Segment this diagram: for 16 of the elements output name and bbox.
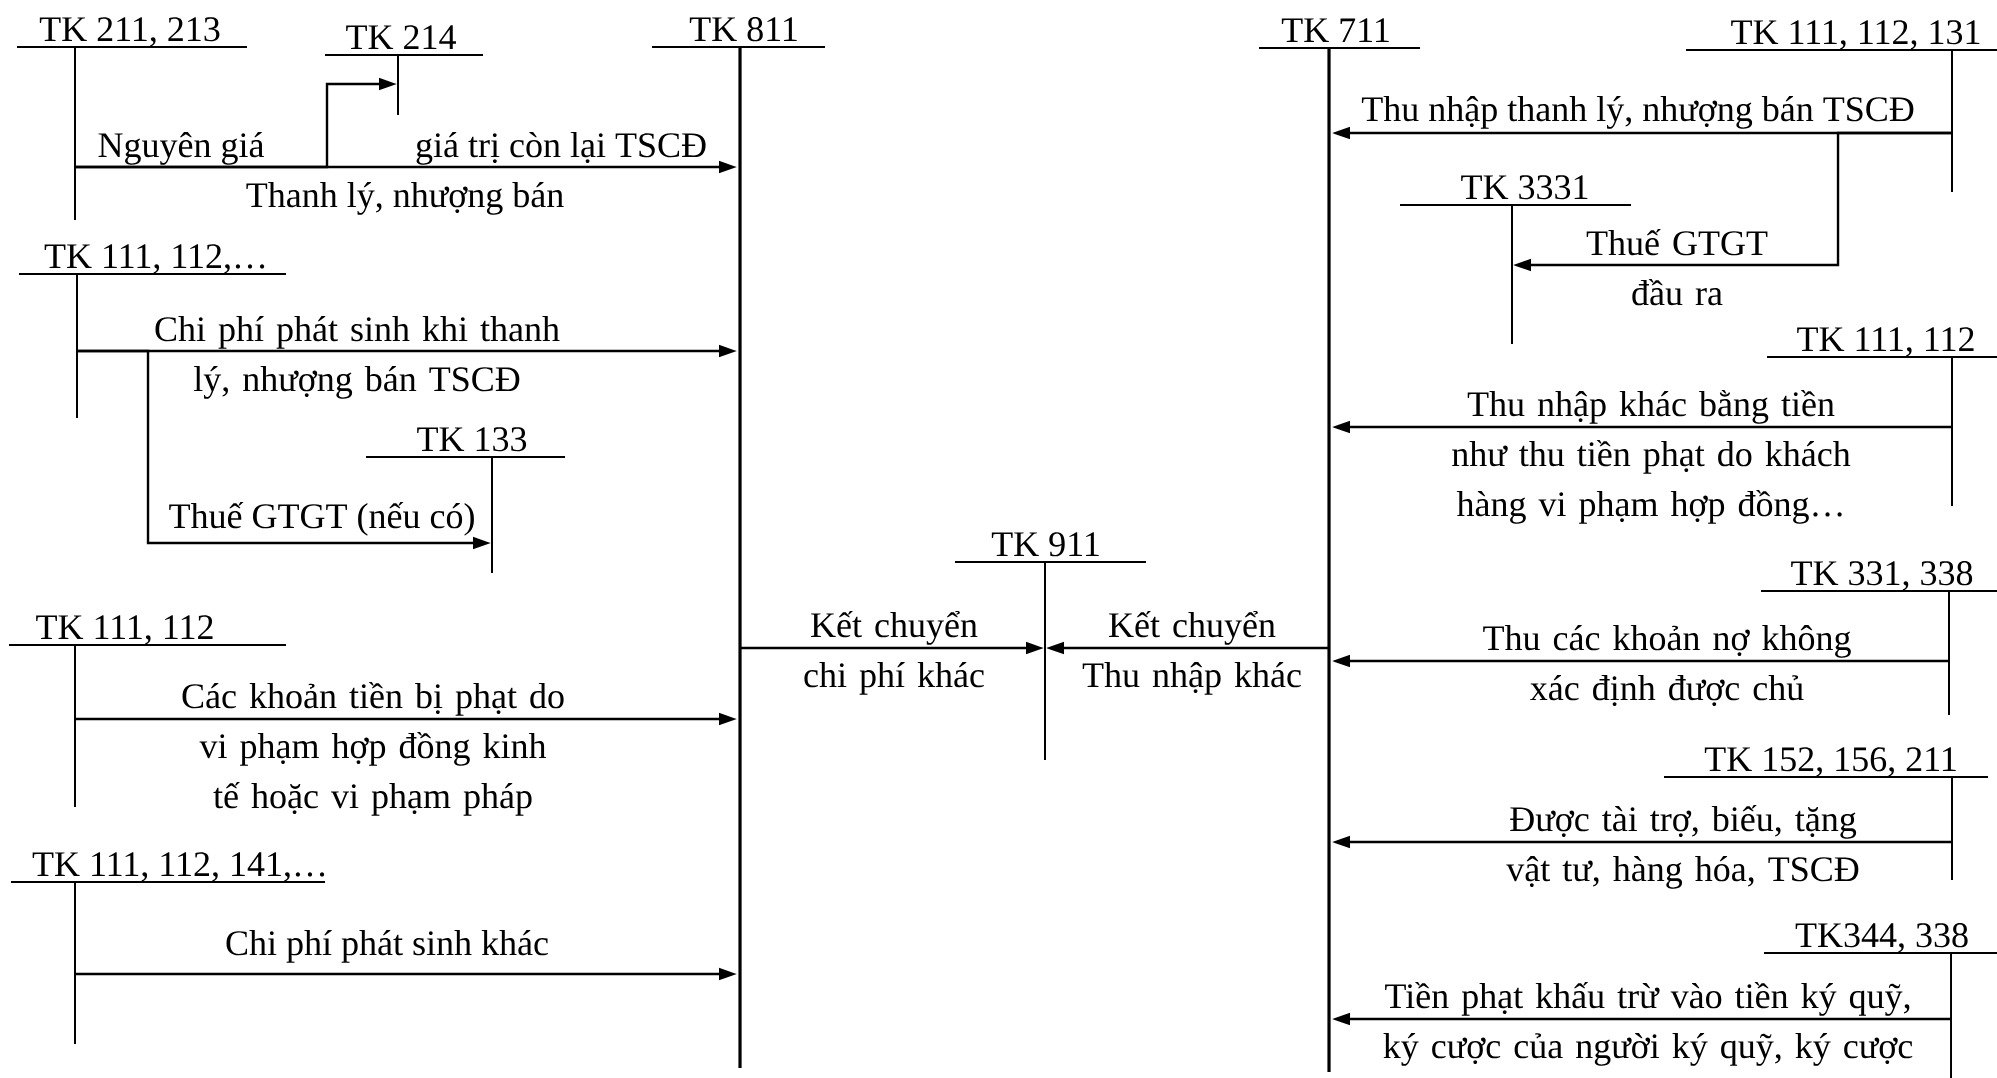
edge-label: Kết chuyển Thu nhập khác	[1082, 610, 1301, 695]
edge-label: Thu nhập khác bằng tiền như thu tiền phạt do khách hàng vi phạm hợp đồng…	[1452, 389, 1851, 524]
edge-label: Kết chuyển chi phí khác	[804, 610, 984, 695]
edge-label: Thuế GTGT đầu ra	[1586, 228, 1768, 306]
edge-label: Thu nhập thanh lý, nhượng bán TSCĐ	[1361, 95, 1914, 129]
edge-label: Thu các khoản nợ không xác định được chủ	[1483, 624, 1851, 706]
edge-label: Chi phí phát sinh khác	[226, 930, 548, 963]
edge-label: Thuế GTGT (nếu có)	[169, 501, 474, 536]
edge-label: Tiền phạt khấu trừ vào tiền ký quỹ, ký cược của người ký quỹ, ký cược	[1383, 981, 1913, 1066]
line-label: Nguyên giá	[98, 131, 264, 165]
t-account: TK 214	[324, 25, 484, 116]
edge-label: Thanh lý, nhượng bán	[246, 182, 564, 215]
edge-label: Các khoản tiền bị phạt do vi phạm hợp đồng kinh tế hoặc vi phạm pháp	[182, 681, 564, 816]
edge-label: Được tài trợ, biếu, tặng vật tư, hàng hóa, TSCĐ	[1506, 804, 1859, 889]
edge-label: Chi phí phát sinh khi thanh lý, nhượng bán TSCĐ	[155, 316, 560, 399]
line-label: giá trị còn lại TSCĐ	[416, 132, 706, 165]
